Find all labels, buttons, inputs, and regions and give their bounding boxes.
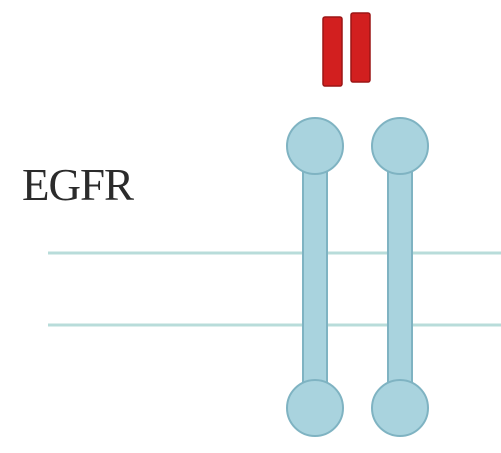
receptor-extracellular-domain-left [286,117,344,175]
ligand-bar-right [350,12,371,83]
ligand-bar-left [322,16,343,87]
egfr-monomer-left [286,117,344,437]
receptor-intracellular-domain-right [371,379,429,437]
receptor-label: EGFR [22,160,134,210]
receptor-stalk-right [387,151,413,405]
receptor-stalk-left [302,151,328,405]
receptor-intracellular-domain-left [286,379,344,437]
receptor-extracellular-domain-right [371,117,429,175]
egfr-monomer-right [371,117,429,437]
